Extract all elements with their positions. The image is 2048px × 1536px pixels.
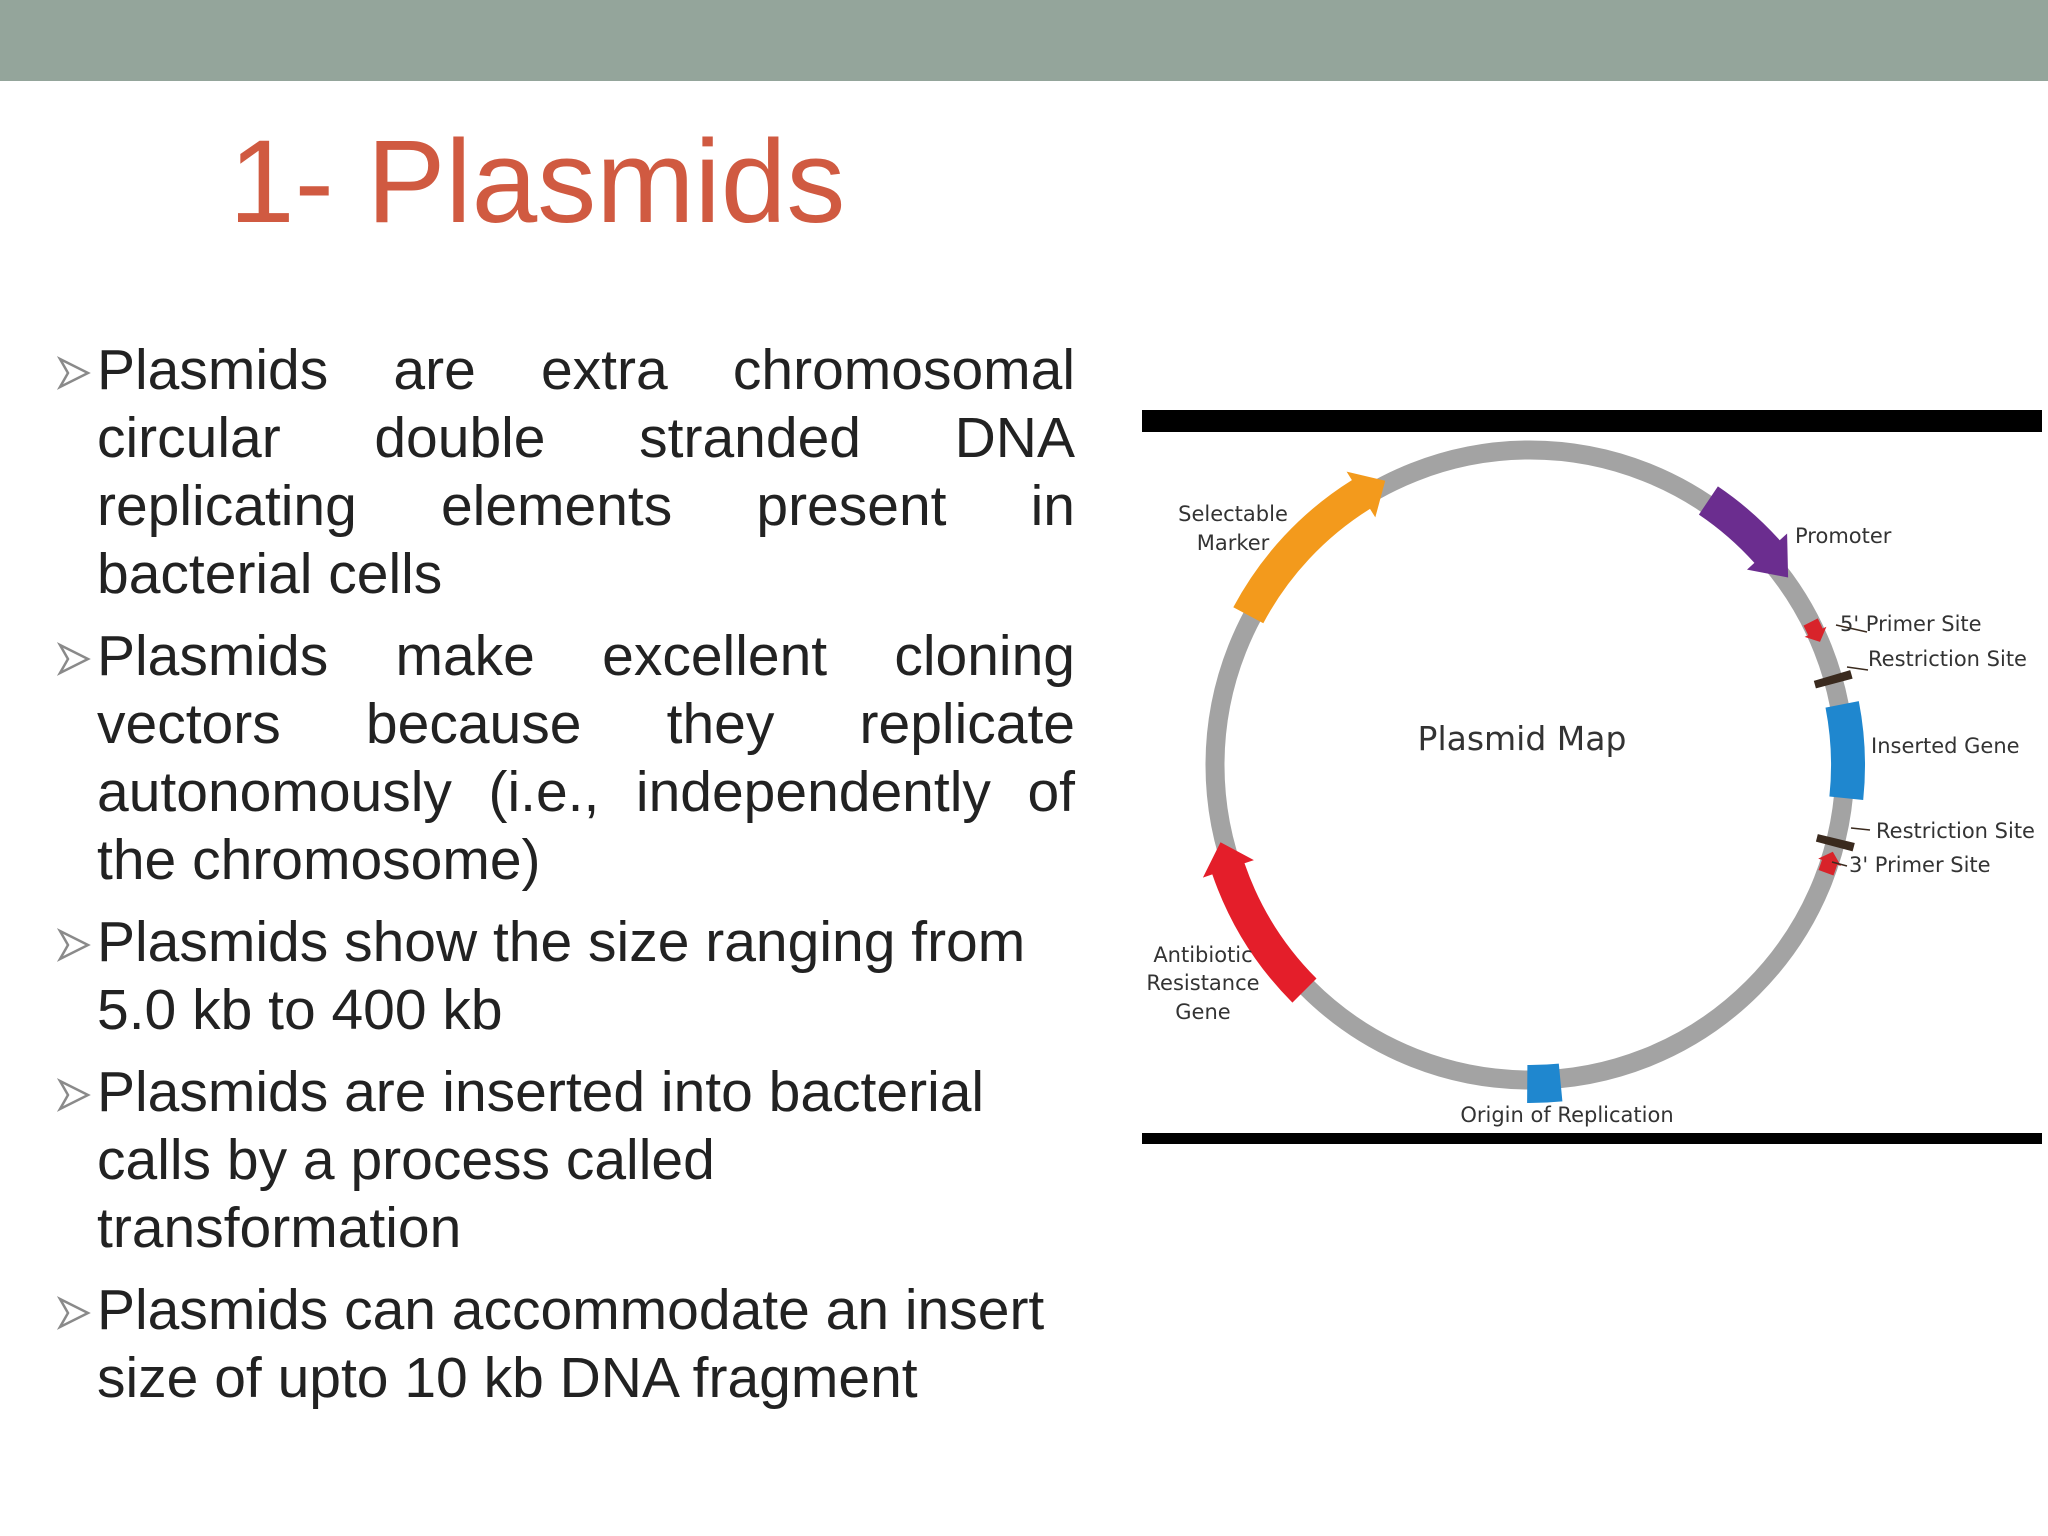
- inserted-gene-segment: [1825, 701, 1866, 800]
- promoter-segment: [1698, 486, 1789, 578]
- bullet-item: Plasmids show the size ranging from 5.0 …: [55, 908, 1075, 1044]
- bullet-item: Plasmids make excellent cloning vectors …: [55, 622, 1075, 894]
- promoter-label: Promoter: [1795, 524, 1892, 548]
- primer-5-site-label: 5' Primer Site: [1840, 612, 1982, 636]
- origin-of-replication-label: Origin of Replication: [1460, 1103, 1673, 1127]
- bullet-item: Plasmids are extra chromosomal circular …: [55, 336, 1075, 608]
- antibiotic-label-line-2: Resistance: [1146, 971, 1259, 995]
- selectable-marker-label-line-2: Marker: [1197, 531, 1270, 555]
- bullet-text: Plasmids are inserted into bacterial cal…: [97, 1060, 985, 1260]
- restriction-site-1-marker: [1813, 670, 1853, 689]
- primer-5-leader: [1835, 624, 1868, 633]
- restriction-2-leader: [1850, 827, 1871, 831]
- restriction-site-2-label: Restriction Site: [1876, 819, 2035, 843]
- bullet-text: Plasmids can accommodate an insert size …: [97, 1278, 1045, 1410]
- selectable-marker-segment: [1233, 471, 1386, 624]
- arrowhead-bullet-icon: [57, 1078, 91, 1112]
- bullet-item: Plasmids can accommodate an insert size …: [55, 1276, 1075, 1412]
- plasmid-map-svg: Plasmid Map Selectable Marker Promoter 5…: [1142, 410, 2042, 1144]
- arrowhead-bullet-icon: [57, 928, 91, 962]
- frame-top-bar: [1142, 410, 2042, 432]
- arrowhead-bullet-icon: [57, 1296, 91, 1330]
- arrowhead-bullet-icon: [57, 642, 91, 676]
- bullet-text: Plasmids make excellent cloning vectors …: [97, 624, 1075, 892]
- restriction-site-1-label: Restriction Site: [1868, 647, 2027, 671]
- restriction-1-leader: [1846, 666, 1869, 671]
- primer-3-leader: [1831, 861, 1848, 867]
- bullet-list: Plasmids are extra chromosomal circular …: [55, 336, 1075, 1426]
- primer-3-site-label: 3' Primer Site: [1849, 853, 1991, 877]
- arrowhead-bullet-icon: [57, 356, 91, 390]
- antibiotic-resistance-segment: [1202, 842, 1317, 1003]
- plasmid-map-center-label: Plasmid Map: [1418, 719, 1627, 758]
- frame-bottom-bar: [1142, 1133, 2042, 1144]
- bullet-text: Plasmids are extra chromosomal circular …: [97, 338, 1075, 606]
- selectable-marker-label-line-1: Selectable: [1178, 502, 1288, 526]
- origin-of-replication-segment: [1527, 1063, 1563, 1104]
- antibiotic-label-line-3: Gene: [1175, 1000, 1230, 1024]
- bullet-item: Plasmids are inserted into bacterial cal…: [55, 1058, 1075, 1262]
- primer-3-site-marker: [1818, 851, 1841, 876]
- slide-title: 1- Plasmids: [229, 116, 846, 248]
- plasmid-map-diagram: Plasmid Map Selectable Marker Promoter 5…: [1142, 410, 2042, 1144]
- top-bar: [0, 0, 2048, 81]
- antibiotic-label-line-1: Antibiotic: [1153, 943, 1252, 967]
- restriction-site-2-marker: [1815, 834, 1855, 852]
- inserted-gene-label: Inserted Gene: [1871, 734, 2020, 758]
- primer-5-site-marker: [1803, 618, 1827, 642]
- bullet-text: Plasmids show the size ranging from 5.0 …: [97, 910, 1026, 1042]
